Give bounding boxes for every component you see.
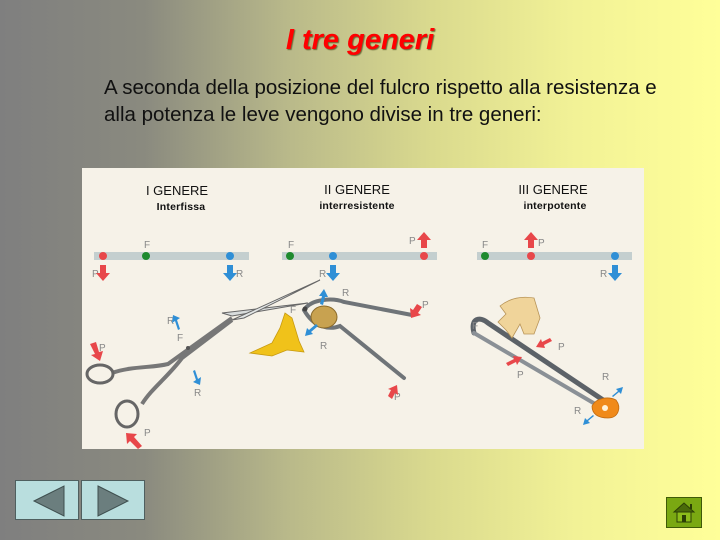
home-button[interactable]	[666, 497, 702, 528]
resistance-point-icon	[226, 252, 234, 260]
resistance-arrow-icon	[172, 315, 180, 330]
svg-text:R: R	[319, 269, 326, 280]
svg-text:R: R	[342, 288, 349, 299]
fulcrum-point-icon	[142, 252, 150, 260]
svg-text:P: P	[558, 342, 565, 353]
resistance-arrow-icon	[319, 289, 328, 305]
lever-diagrams: F P R F P R F P R	[85, 232, 632, 449]
svg-text:P: P	[422, 300, 429, 311]
resistance-arrow-down-icon	[326, 265, 340, 281]
power-point-icon	[420, 252, 428, 260]
svg-text:F: F	[144, 240, 150, 251]
resistance-arrow-icon	[305, 324, 318, 336]
lever-types-figure: I GENERE Interfissa II GENERE interresis…	[82, 168, 644, 449]
power-point-icon	[527, 252, 535, 260]
lever-diagram-3: F P R	[477, 232, 632, 281]
svg-text:P: P	[144, 428, 151, 439]
power-arrow-icon	[536, 338, 552, 348]
genre-1-header: I GENERE Interfissa	[122, 183, 232, 213]
triangle-right-icon	[97, 485, 130, 517]
genre-2-header: II GENERE interresistente	[292, 182, 422, 212]
genre-3-title: III GENERE	[518, 182, 588, 197]
svg-text:R: R	[602, 372, 609, 383]
svg-text:P: P	[409, 236, 416, 247]
svg-text:R: R	[194, 388, 201, 399]
triangle-left-icon	[32, 485, 65, 517]
svg-text:F: F	[288, 240, 294, 251]
svg-text:P: P	[394, 392, 401, 403]
resistance-arrow-down-icon	[223, 265, 237, 281]
power-arrow-icon	[388, 385, 398, 399]
fulcrum-point-icon	[286, 252, 294, 260]
svg-text:F: F	[290, 305, 296, 316]
svg-text:R: R	[236, 269, 243, 280]
slide-title: I tre generi	[285, 24, 435, 56]
resistance-point-icon	[329, 252, 337, 260]
svg-text:R: R	[320, 341, 327, 352]
svg-text:R: R	[600, 269, 607, 280]
scissors-illustration: F P P R R	[85, 279, 321, 449]
svg-text:P: P	[92, 269, 99, 280]
slide-body-text: A seconda della posizione del fulcro ris…	[104, 76, 657, 126]
resistance-point-icon	[611, 252, 619, 260]
resistance-arrow-icon	[193, 370, 201, 385]
svg-text:F: F	[177, 333, 183, 344]
power-arrow-icon	[506, 356, 522, 366]
lever-diagram-2: F P R	[282, 232, 437, 281]
svg-text:P: P	[99, 343, 106, 354]
nutcracker-illustration: F R R P P	[290, 288, 429, 403]
svg-text:F: F	[472, 321, 478, 332]
power-arrow-icon	[126, 433, 142, 449]
power-arrow-up-icon	[417, 232, 431, 248]
genre-2-title: II GENERE	[324, 182, 390, 197]
svg-text:R: R	[167, 316, 174, 327]
genre-2-subtitle: interresistente	[319, 200, 395, 212]
genre-3-header: III GENERE interpotente	[488, 182, 618, 212]
power-arrow-icon	[90, 342, 103, 361]
tongs-illustration: F P P R R	[470, 296, 623, 425]
svg-text:P: P	[517, 370, 524, 381]
resistance-arrow-down-icon	[608, 265, 622, 281]
fulcrum-point-icon	[481, 252, 489, 260]
genre-1-subtitle: Interfissa	[156, 201, 206, 213]
lever-diagram-1: F P R	[92, 240, 249, 281]
resistance-arrow-icon	[583, 415, 594, 425]
power-arrow-icon	[410, 304, 422, 318]
slide-navigation	[15, 480, 145, 522]
power-arrow-up-icon	[524, 232, 538, 248]
previous-slide-button[interactable]	[15, 480, 79, 520]
resistance-arrow-icon	[612, 387, 623, 397]
genre-1-title: I GENERE	[145, 183, 209, 198]
next-slide-button[interactable]	[81, 480, 145, 520]
svg-text:F: F	[482, 240, 488, 251]
svg-text:R: R	[574, 406, 581, 417]
svg-text:P: P	[538, 238, 545, 249]
genre-3-subtitle: interpotente	[523, 200, 587, 212]
home-icon	[672, 502, 696, 523]
power-arrow-down-icon	[96, 265, 110, 281]
power-point-icon	[99, 252, 107, 260]
